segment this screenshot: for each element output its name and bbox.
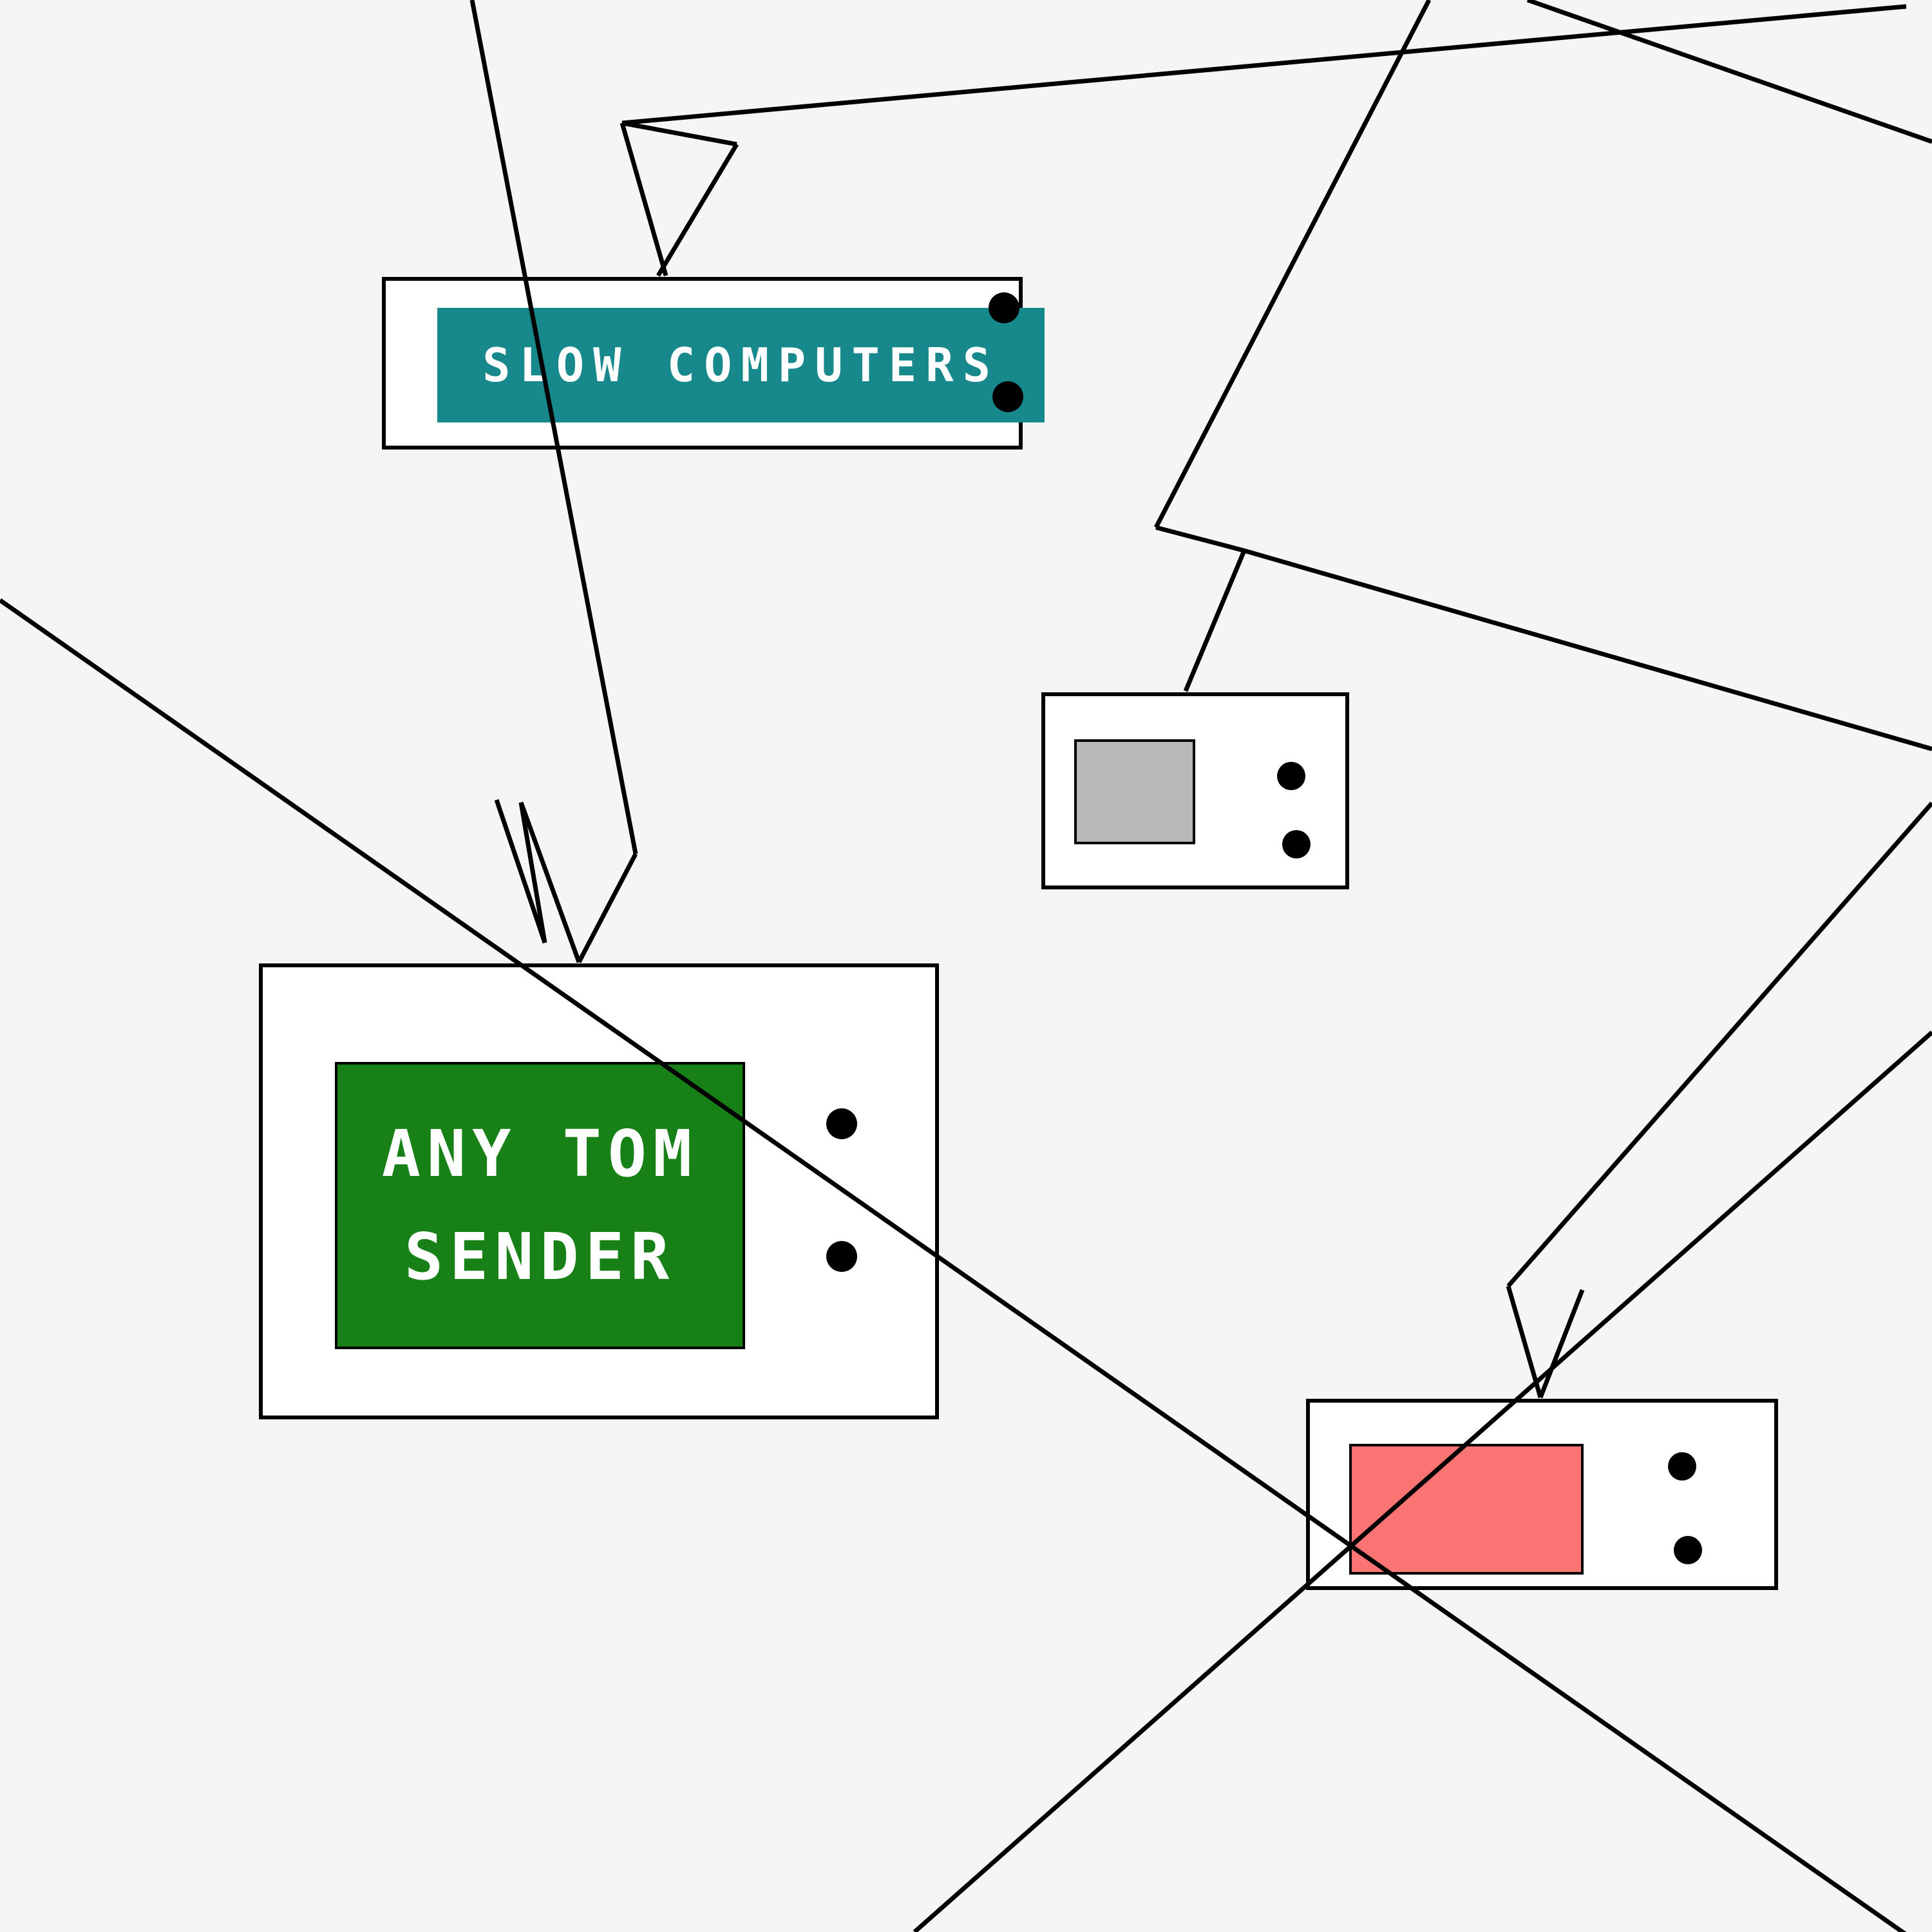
any-tom-sender-nameplate: ANY TOM SENDER <box>335 1062 745 1349</box>
knob-dot <box>1668 1452 1696 1481</box>
wire-segment <box>576 853 638 963</box>
slow-computers-nameplate: SLOW COMPUTERS <box>437 308 1045 422</box>
wire-segment <box>621 120 737 147</box>
wire-segment <box>1526 0 1932 144</box>
wire-segment <box>1506 1285 1543 1398</box>
wire-segment <box>1538 1289 1585 1399</box>
gray-radio-screen <box>1074 739 1195 844</box>
any-tom-sender-label-line1: ANY TOM <box>381 1116 699 1191</box>
salmon-radio-screen <box>1349 1444 1584 1575</box>
knob-dot <box>989 292 1019 323</box>
wire-segment <box>494 799 547 944</box>
wire-segment <box>656 143 739 277</box>
knob-dot <box>1277 762 1305 790</box>
wire-segment <box>1506 801 1932 1288</box>
knob-dot <box>826 1241 857 1272</box>
knob-dot <box>992 381 1023 412</box>
wire-segment <box>518 802 547 943</box>
wire-segment <box>621 4 1907 126</box>
wire-segment <box>620 122 668 276</box>
wire-segment <box>1183 549 1247 692</box>
slow-computers-label: SLOW COMPUTERS <box>482 338 999 392</box>
knob-dot <box>826 1108 857 1139</box>
any-tom-sender-label-line2: SENDER <box>404 1219 676 1294</box>
wire-segment <box>518 801 582 963</box>
wire-segment <box>1153 0 1432 529</box>
knob-dot <box>1282 830 1311 858</box>
wire-segment <box>1155 525 1245 553</box>
knob-dot <box>1674 1536 1702 1564</box>
